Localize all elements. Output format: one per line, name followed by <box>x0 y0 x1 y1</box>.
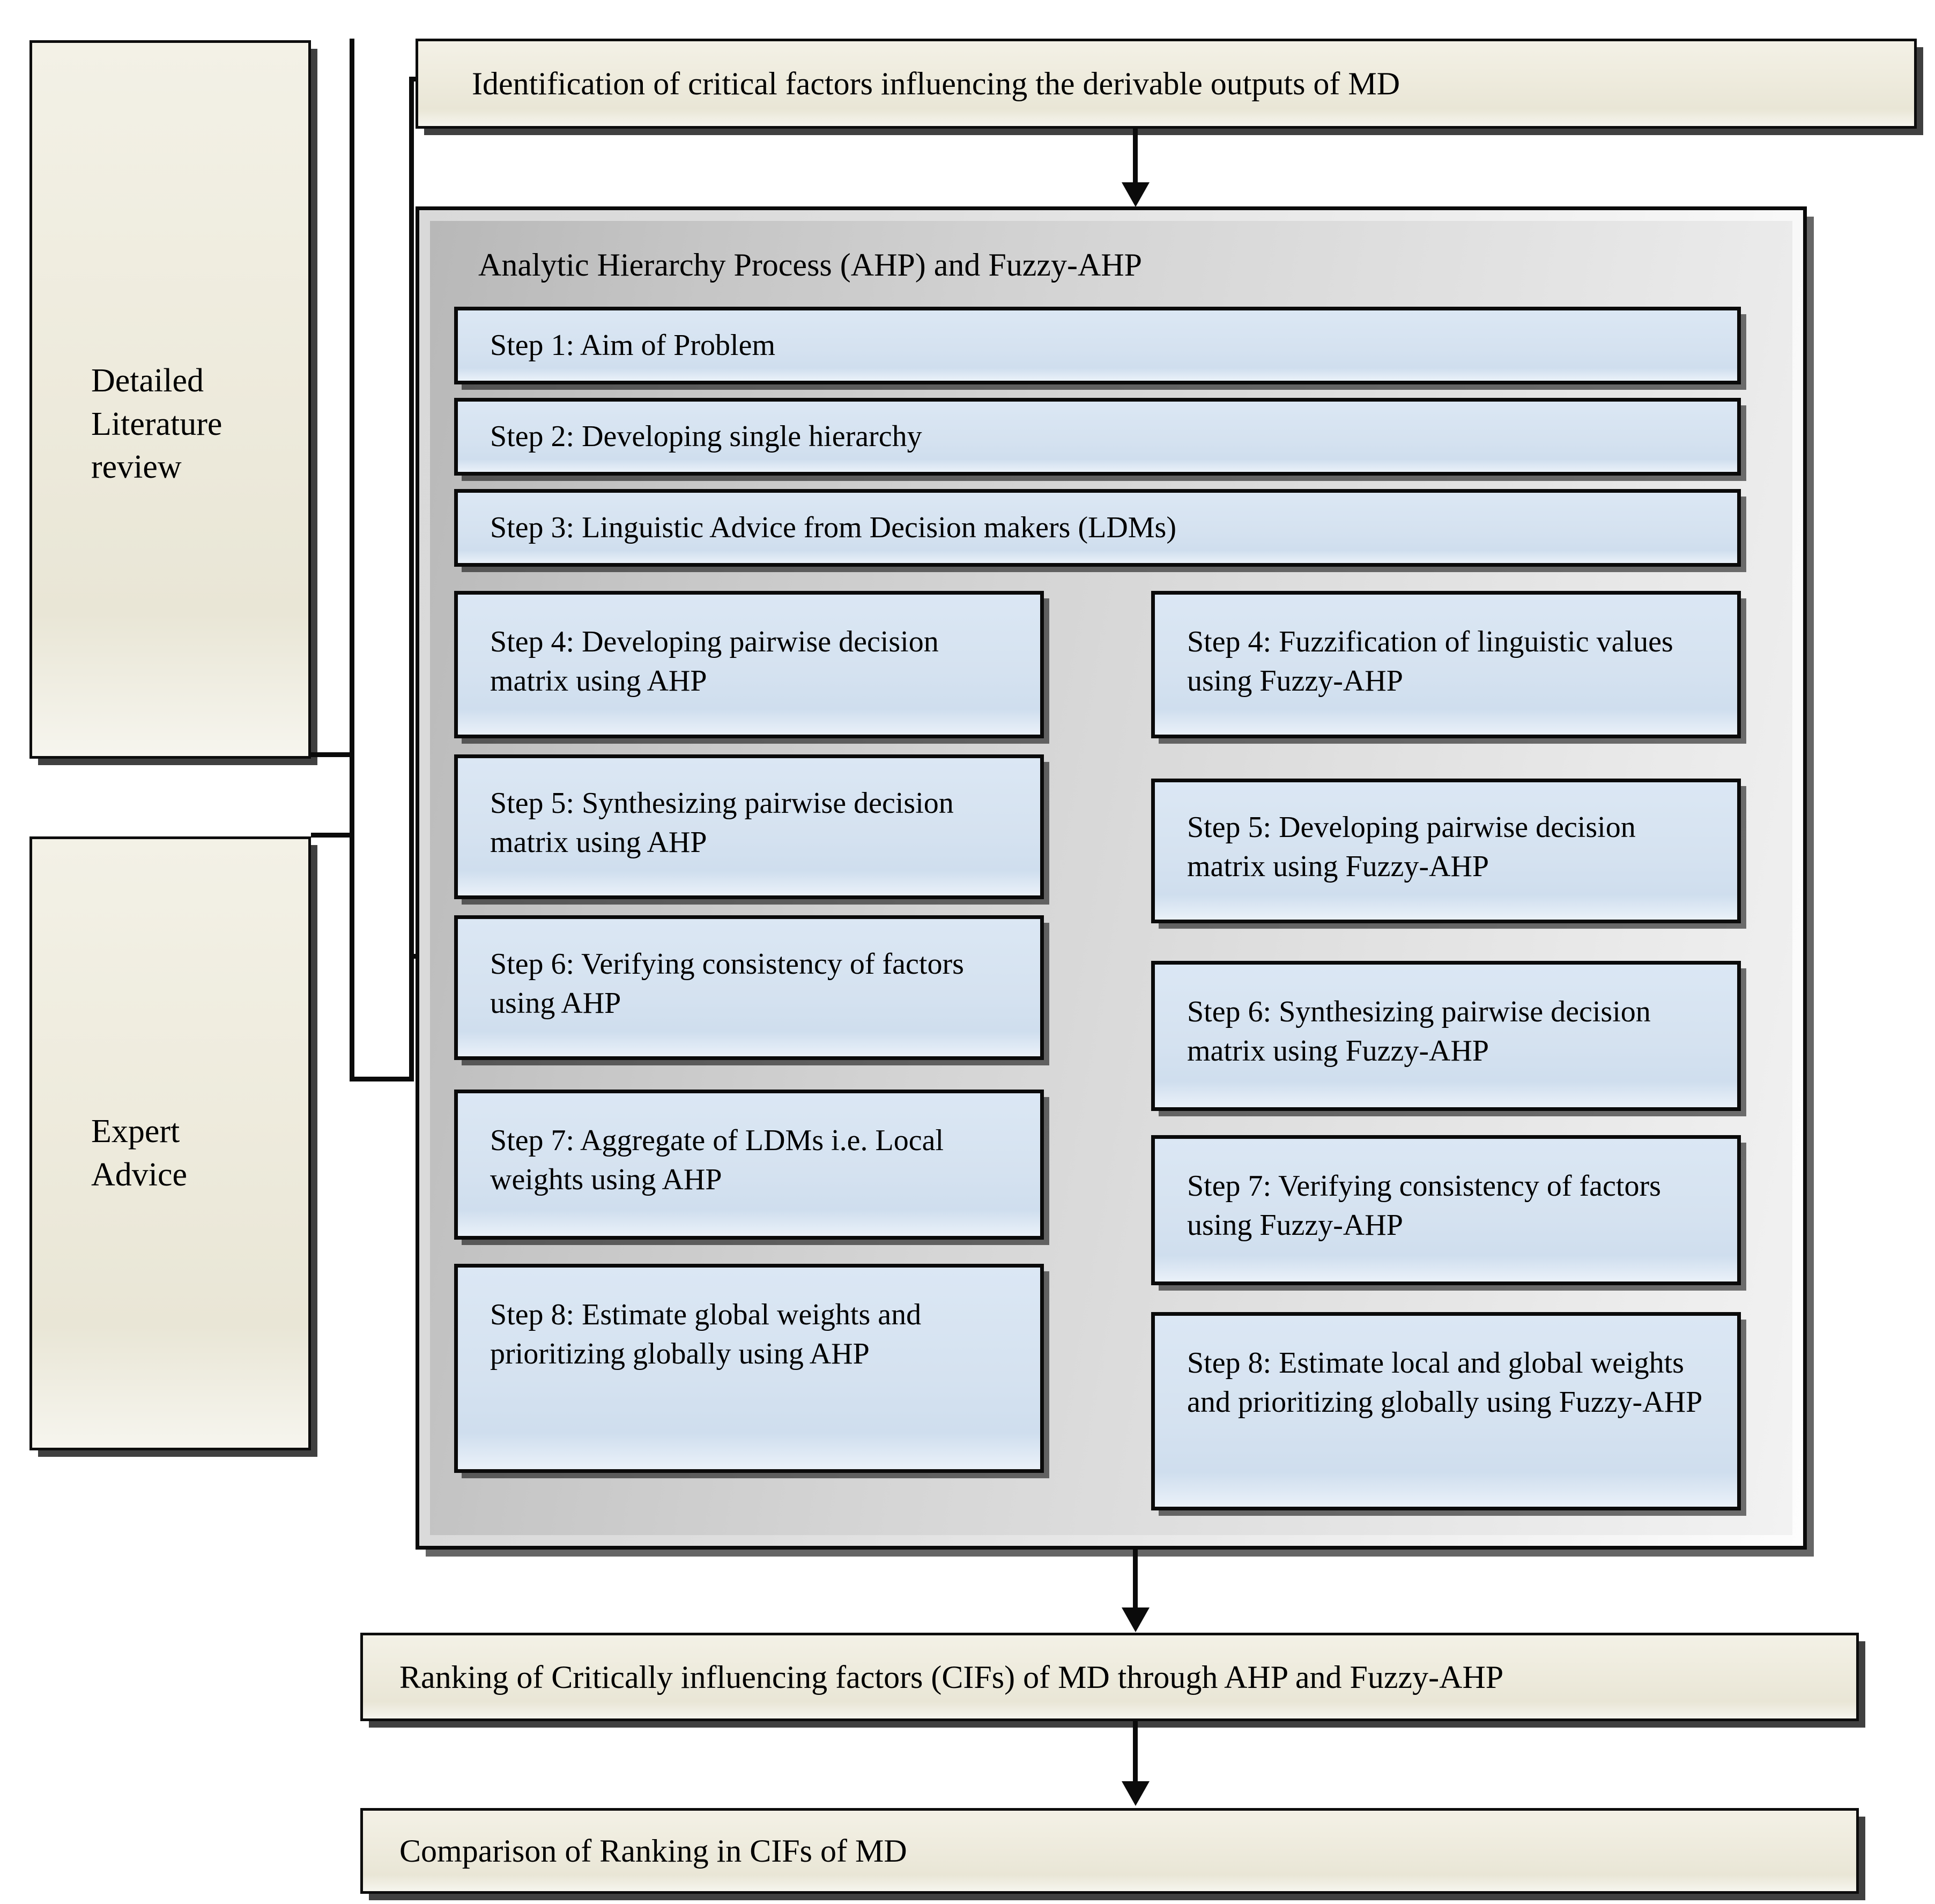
expert-connector-stub <box>311 833 354 838</box>
ahp-step-5-label: Step 5: Synthesizing pairwise decision m… <box>490 787 954 859</box>
step-1-box[interactable]: Step 1: Aim of Problem <box>454 307 1741 384</box>
ahp-step-4-box[interactable]: Step 4: Developing pairwise decision mat… <box>454 591 1044 738</box>
ahp-step-6-box[interactable]: Step 6: Verifying consistency of factors… <box>454 915 1044 1060</box>
fuzzy-step-5-label: Step 5: Developing pairwise decision mat… <box>1187 811 1636 883</box>
ahp-step-7-box[interactable]: Step 7: Aggregate of LDMs i.e. Local wei… <box>454 1090 1044 1240</box>
comparison-label: Comparison of Ranking in CIFs of MD <box>399 1833 907 1869</box>
fuzzy-step-4-box[interactable]: Step 4: Fuzzification of linguistic valu… <box>1151 591 1741 738</box>
expert-line-2: Advice <box>91 1156 188 1193</box>
fuzzy-step-8-box[interactable]: Step 8: Estimate local and global weight… <box>1151 1312 1741 1510</box>
ahp-step-6-label: Step 6: Verifying consistency of factors… <box>490 947 964 1020</box>
ranking-to-comparison-line <box>1133 1721 1138 1786</box>
literature-line-3: review <box>91 449 182 486</box>
ranking-label: Ranking of Critically influencing factor… <box>399 1659 1504 1695</box>
ahp-to-ranking-head <box>1122 1607 1150 1632</box>
expert-advice-box[interactable]: Expert Advice <box>29 836 311 1450</box>
fuzzy-step-5-box[interactable]: Step 5: Developing pairwise decision mat… <box>1151 779 1741 923</box>
comparison-box[interactable]: Comparison of Ranking in CIFs of MD <box>360 1808 1859 1894</box>
ahp-step-4-label: Step 4: Developing pairwise decision mat… <box>490 625 939 698</box>
fuzzy-step-7-label: Step 7: Verifying consistency of factors… <box>1187 1169 1661 1242</box>
ahp-step-5-box[interactable]: Step 5: Synthesizing pairwise decision m… <box>454 754 1044 899</box>
identification-box[interactable]: Identification of critical factors influ… <box>416 39 1917 129</box>
ranking-box[interactable]: Ranking of Critically influencing factor… <box>360 1633 1859 1721</box>
ahp-step-8-box[interactable]: Step 8: Estimate global weights and prio… <box>454 1264 1044 1473</box>
step-3-box[interactable]: Step 3: Linguistic Advice from Decision … <box>454 489 1741 567</box>
identification-to-ahp-line <box>1133 129 1138 185</box>
fuzzy-step-8-label: Step 8: Estimate local and global weight… <box>1187 1346 1703 1419</box>
literature-connector-stub <box>311 752 354 757</box>
step-3-label: Step 3: Linguistic Advice from Decision … <box>490 511 1176 545</box>
step-2-label: Step 2: Developing single hierarchy <box>490 420 922 454</box>
input-spine-vertical <box>350 39 354 1081</box>
expert-line-1: Expert <box>91 1113 180 1150</box>
ahp-to-ranking-line <box>1133 1550 1138 1611</box>
ranking-to-comparison-head <box>1122 1781 1150 1806</box>
literature-review-box[interactable]: Detailed Literature review <box>29 40 311 759</box>
ahp-step-8-label: Step 8: Estimate global weights and prio… <box>490 1298 922 1370</box>
ahp-step-7-label: Step 7: Aggregate of LDMs i.e. Local wei… <box>490 1124 944 1196</box>
fuzzy-step-6-label: Step 6: Synthesizing pairwise decision m… <box>1187 995 1651 1068</box>
ahp-container: Analytic Hierarchy Process (AHP) and Fuz… <box>416 206 1807 1550</box>
literature-line-2: Literature <box>91 405 223 442</box>
fuzzy-step-4-label: Step 4: Fuzzification of linguistic valu… <box>1187 625 1673 698</box>
input-spine-bottom <box>350 1077 414 1081</box>
ahp-header-label: Analytic Hierarchy Process (AHP) and Fuz… <box>478 247 1143 283</box>
expert-advice-label: Expert Advice <box>91 1110 306 1196</box>
fuzzy-step-7-box[interactable]: Step 7: Verifying consistency of factors… <box>1151 1135 1741 1285</box>
step-2-box[interactable]: Step 2: Developing single hierarchy <box>454 398 1741 476</box>
literature-review-label: Detailed Literature review <box>91 359 306 489</box>
arrow-riser-vertical <box>409 77 414 1081</box>
identification-to-ahp-head <box>1122 182 1150 207</box>
identification-label: Identification of critical factors influ… <box>472 66 1400 101</box>
fuzzy-step-6-box[interactable]: Step 6: Synthesizing pairwise decision m… <box>1151 961 1741 1111</box>
step-1-label: Step 1: Aim of Problem <box>490 329 775 362</box>
literature-line-1: Detailed <box>91 362 204 399</box>
